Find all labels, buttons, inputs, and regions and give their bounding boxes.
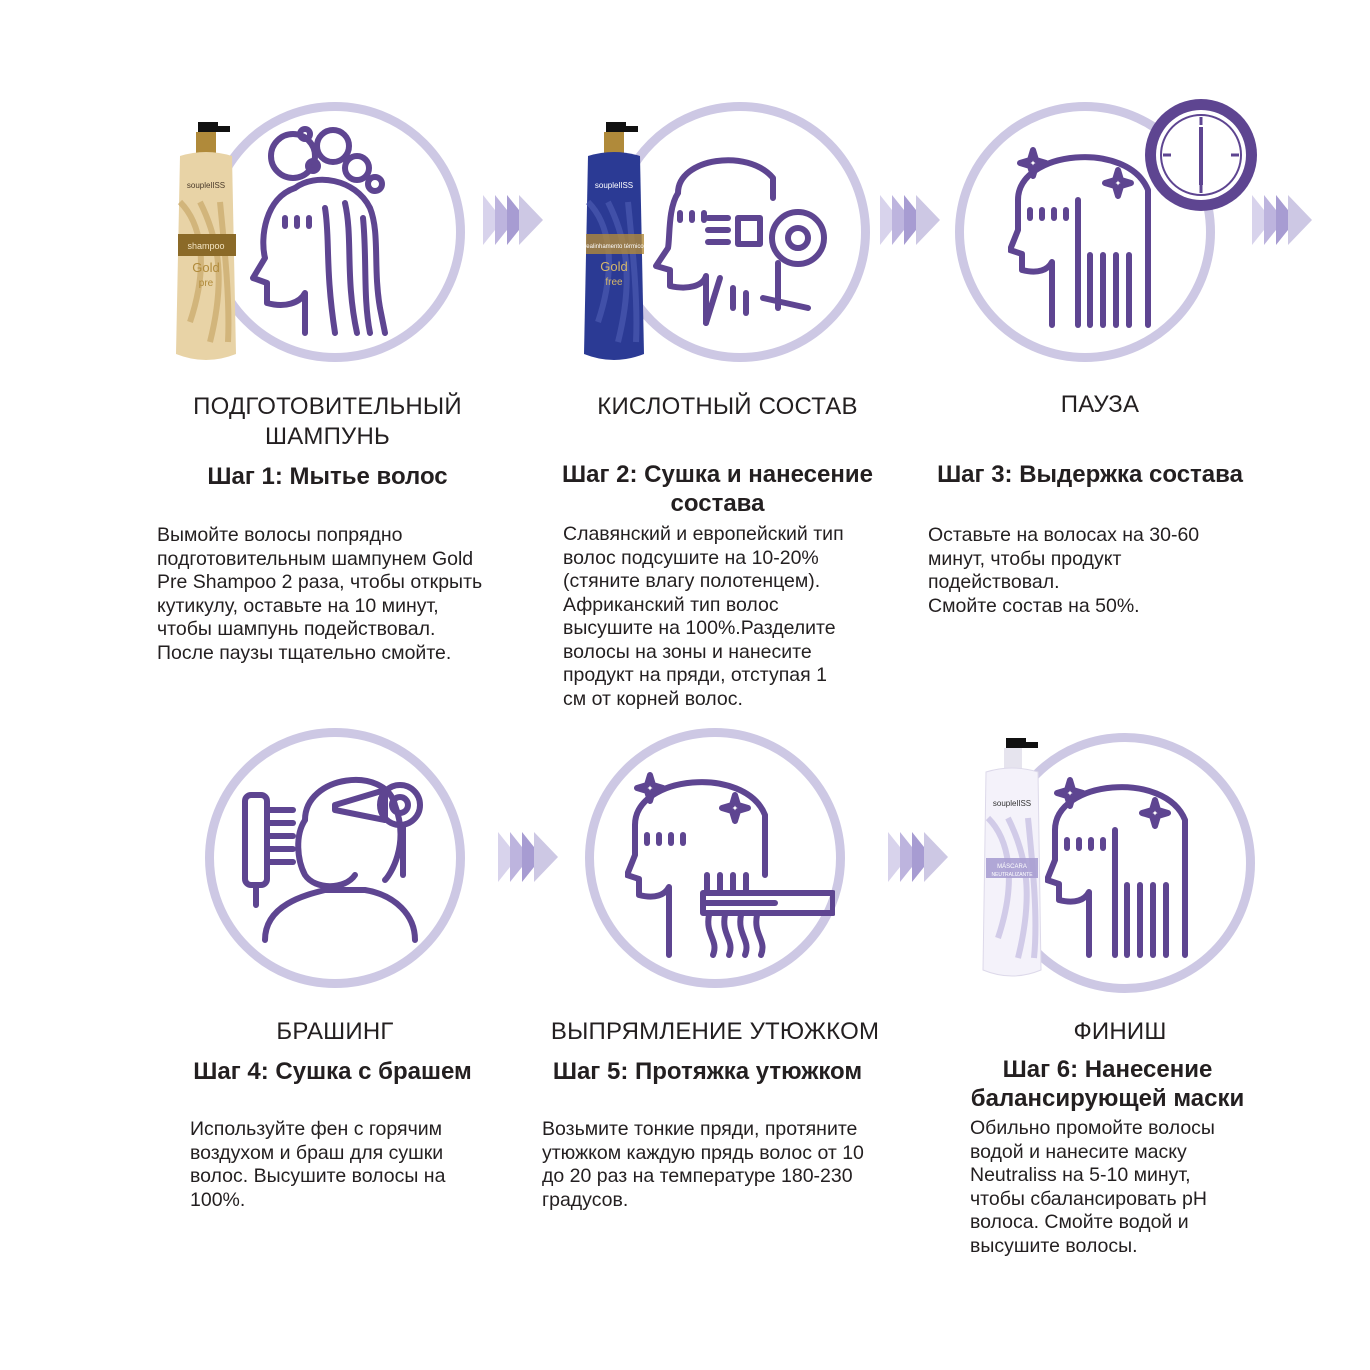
arrow-4-to-5: [498, 827, 560, 887]
svg-text:pre: pre: [199, 278, 214, 289]
step4-circle: [205, 728, 465, 988]
step2-heading: Шаг 2: Сушка и нанесение состава: [562, 461, 873, 517]
clock-icon: [1143, 97, 1259, 213]
straight-hair-icon: [1045, 770, 1215, 960]
svg-text:Gold: Gold: [600, 259, 627, 274]
step6-heading: Шаг 6: Нанесение балансирующей маски: [970, 1056, 1245, 1112]
step5-heading: Шаг 5: Протяжка утюжком: [552, 1058, 863, 1085]
svg-text:NEUTRALIZANTE: NEUTRALIZANTE: [991, 872, 1033, 878]
arrow-2-to-3: [880, 190, 942, 250]
step1-heading: Шаг 1: Мытье волос: [207, 463, 448, 490]
hair-washing-icon: [245, 118, 405, 338]
arrow-5-to-6: [888, 827, 950, 887]
step5-title: ВЫПРЯМЛЕНИЕ УТЮЖКОМ: [550, 1018, 880, 1045]
step6-description: Обильно промойте волосы водой и нанесите…: [970, 1117, 1215, 1257]
step4-title: БРАШИНГ: [276, 1018, 394, 1045]
step1-title: ПОДГОТОВИТЕЛЬНЫЙ ШАМПУНЬ: [193, 393, 462, 450]
step4-description: Используйте фен с горячим воздухом и бра…: [190, 1118, 446, 1211]
step6-title: ФИНИШ: [1073, 1018, 1167, 1045]
neutralizing-mask-bottle: souplelISS MÁSCARA NEUTRALIZANTE: [978, 738, 1046, 980]
straight-hair-pause-icon: [1008, 140, 1178, 330]
step1-description: Вымойте волосы попрядно подготовительным…: [157, 524, 483, 664]
arrow-1-to-2: [483, 190, 545, 250]
step3-title: ПАУЗА: [1060, 391, 1140, 418]
svg-text:shampoo: shampoo: [187, 241, 224, 251]
svg-text:MÁSCARA: MÁSCARA: [997, 863, 1027, 870]
svg-text:Gold: Gold: [192, 260, 219, 275]
arrow-3-to-next: [1252, 190, 1314, 250]
hair-dryer-icon: [648, 148, 828, 328]
svg-text:souplelISS: souplelISS: [993, 799, 1031, 808]
svg-text:free: free: [605, 277, 623, 288]
gold-pre-shampoo-bottle: souplelISS shampoo Gold pre: [170, 122, 242, 364]
gold-free-bottle: souplelISS realinhamento térmico Gold fr…: [578, 122, 650, 364]
step2-description: Славянский и европейский тип волос подсу…: [563, 523, 844, 710]
step3-heading: Шаг 3: Выдержка состава: [937, 461, 1243, 488]
svg-text:realinhamento térmico: realinhamento térmico: [584, 244, 644, 250]
step2-title: КИСЛОТНЫЙ СОСТАВ: [597, 393, 858, 420]
flat-iron-icon: [625, 765, 835, 965]
svg-text:souplelISS: souplelISS: [187, 181, 225, 190]
step5-description: Возьмите тонкие пряди, протяните утюжком…: [542, 1118, 864, 1211]
svg-text:souplelISS: souplelISS: [595, 181, 633, 190]
step4-heading: Шаг 4: Сушка с брашем: [193, 1058, 472, 1085]
step3-description: Оставьте на волосах на 30-60 минут, чтоб…: [928, 524, 1200, 617]
brushing-icon: [235, 765, 435, 945]
